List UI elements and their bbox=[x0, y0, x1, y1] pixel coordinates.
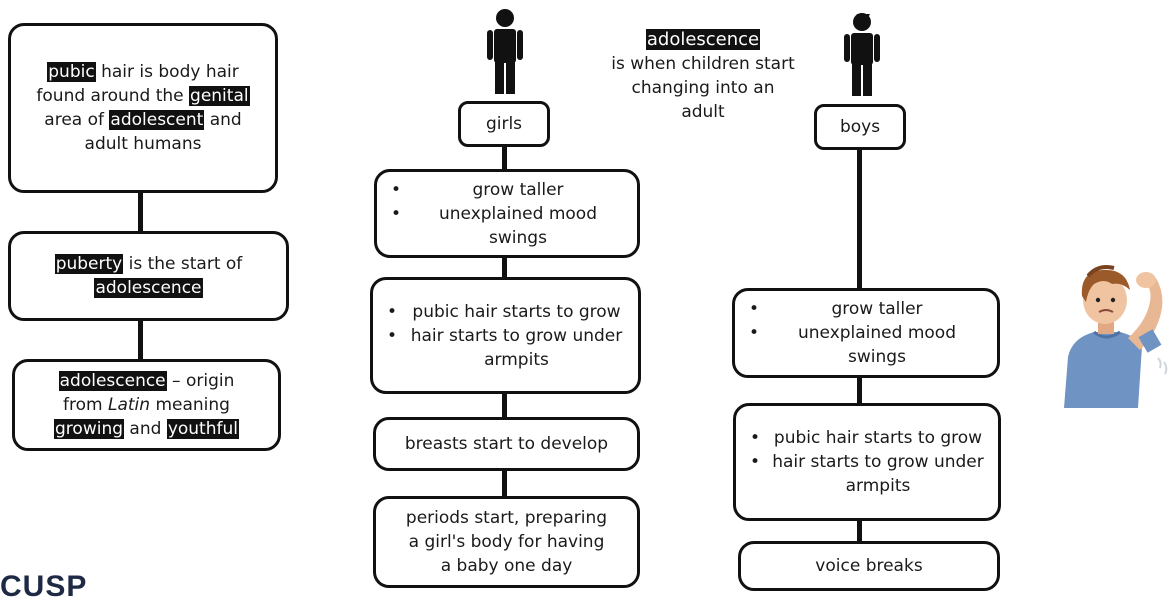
girls-stage2-box: pubic hair starts to grow hair starts to… bbox=[370, 277, 641, 394]
boys-stage3-box: voice breaks bbox=[738, 541, 1000, 591]
intro-title: adolescence bbox=[645, 29, 761, 50]
boys-stage1-box: grow taller unexplained mood swings bbox=[732, 288, 1000, 378]
puberty-definition-box: puberty is the start of adolescence bbox=[8, 231, 289, 321]
connector-line bbox=[138, 190, 143, 234]
list-item: pubic hair starts to grow bbox=[383, 300, 628, 324]
girls-label-box: girls bbox=[458, 101, 550, 147]
list-item: unexplained mood swings bbox=[387, 202, 627, 250]
list-item: hair starts to grow under armpits bbox=[383, 324, 628, 372]
boys-label-box: boys bbox=[814, 104, 906, 150]
pubic-hair-definition-box: pubic hair is body hair found around the… bbox=[8, 23, 278, 193]
connector-line bbox=[138, 318, 143, 362]
cusp-logo: CUSP bbox=[0, 570, 88, 603]
girls-stage3-box: breasts start to develop bbox=[373, 417, 640, 471]
highlight: pubic bbox=[47, 62, 96, 82]
girls-stage1-box: grow taller unexplained mood swings bbox=[374, 169, 640, 258]
list-item: pubic hair starts to grow bbox=[746, 426, 988, 450]
adolescence-origin-box: adolescence – origin from Latin meaning … bbox=[12, 359, 281, 451]
adolescence-intro: adolescence is when children start chang… bbox=[608, 28, 798, 124]
intro-text: is when children start changing into an … bbox=[611, 54, 795, 122]
boys-stage2-box: pubic hair starts to grow hair starts to… bbox=[733, 403, 1001, 521]
girl-person-icon bbox=[487, 9, 523, 94]
list-item: grow taller bbox=[387, 178, 627, 202]
girls-stage4-box: periods start, preparing a girl's body f… bbox=[373, 496, 640, 588]
list-item: grow taller bbox=[745, 297, 987, 321]
boy-person-icon bbox=[844, 13, 880, 96]
list-item: unexplained mood swings bbox=[745, 321, 987, 369]
list-item: hair starts to grow under armpits bbox=[746, 450, 988, 498]
boy-scratching-head-illustration bbox=[1064, 265, 1168, 408]
